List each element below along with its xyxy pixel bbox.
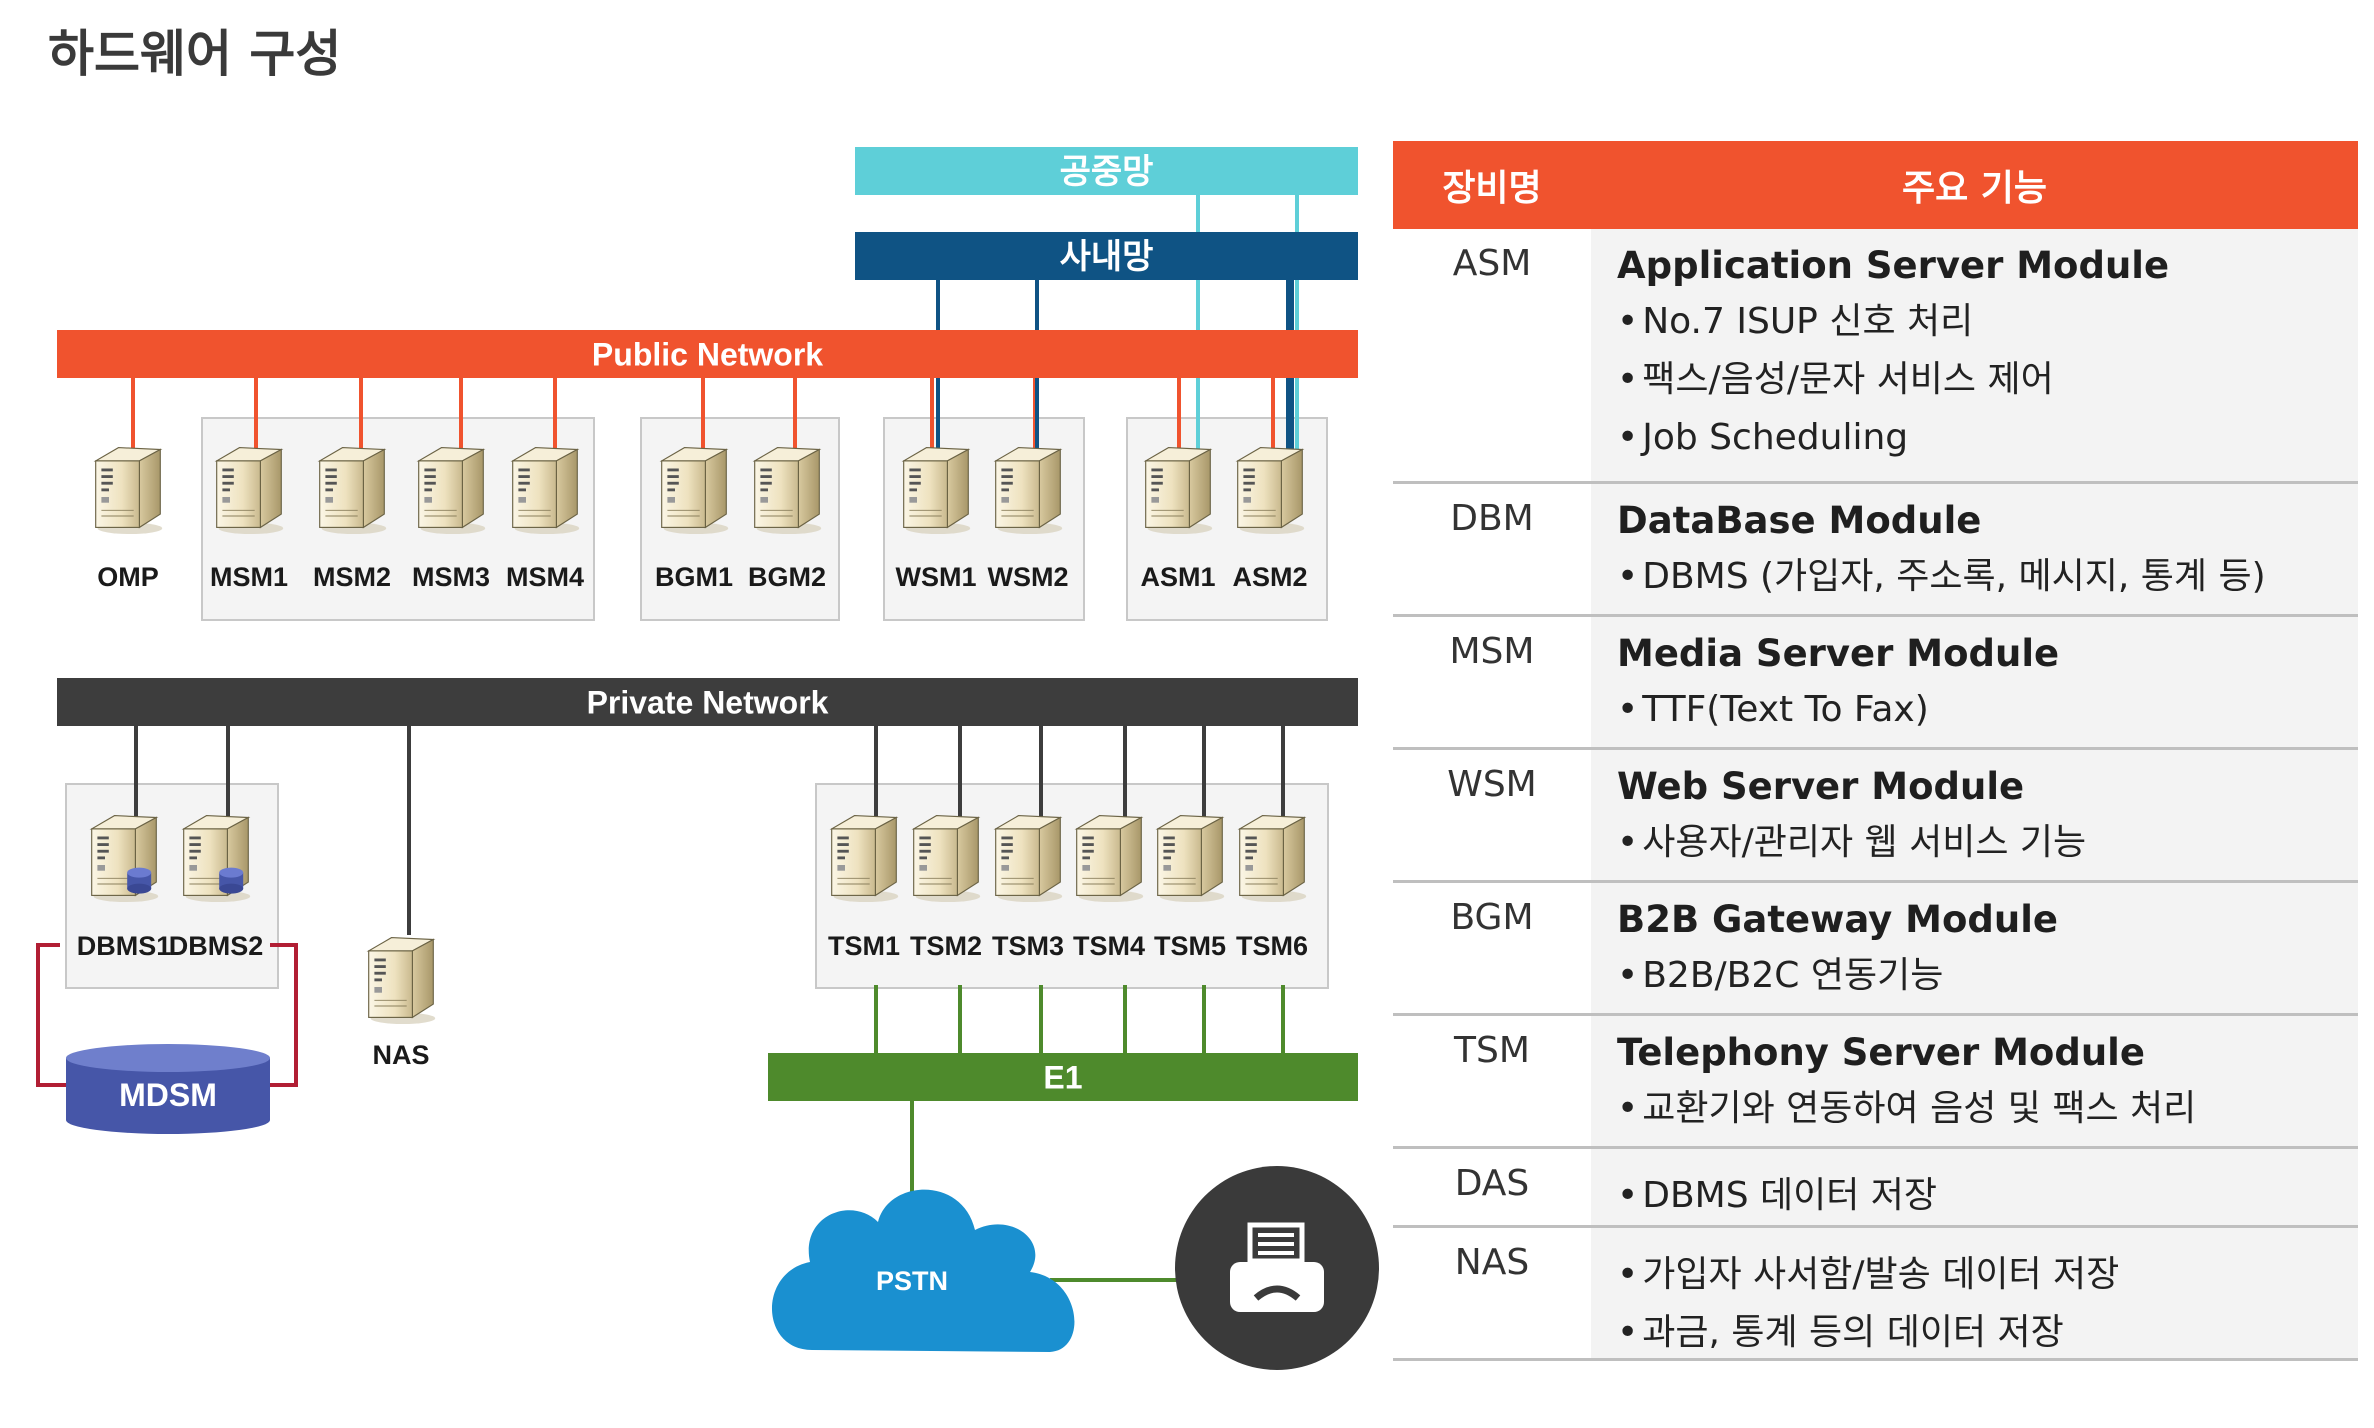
server-label-wsm: WSM1 bbox=[896, 562, 977, 592]
dbms-cluster-bracket-left bbox=[36, 943, 66, 1087]
function-bullet: No.7 ISUP 신호 처리 bbox=[1617, 293, 2358, 351]
equipment-name-cell: TSM bbox=[1393, 1016, 1591, 1146]
table-row: WSM Web Server Module 사용자/관리자 웹 서비스 기능 bbox=[1393, 750, 2358, 883]
private-network-bar-label: Private Network bbox=[587, 685, 829, 721]
header-equipment-name: 장비명 bbox=[1442, 168, 1542, 209]
equipment-name-cell: NAS bbox=[1393, 1228, 1591, 1358]
public-internet-bar-label: 공중망 bbox=[1060, 153, 1154, 191]
table-row: NAS가입자 사서함/발송 데이터 저장과금, 통계 등의 데이터 저장 bbox=[1393, 1228, 2358, 1361]
server-label-tsm: TSM3 bbox=[992, 931, 1064, 961]
equipment-name-cell: DAS bbox=[1393, 1149, 1591, 1225]
server-icon bbox=[95, 447, 163, 535]
module-full-name: Application Server Module bbox=[1617, 244, 2170, 287]
module-full-name: Web Server Module bbox=[1617, 765, 2025, 808]
function-cell: DBMS 데이터 저장 bbox=[1591, 1149, 2358, 1225]
mdsm-storage-body bbox=[66, 1058, 270, 1134]
server-icon bbox=[368, 937, 436, 1025]
server-label-msm: MSM4 bbox=[506, 562, 584, 592]
function-bullet: B2B/B2C 연동기능 bbox=[1617, 947, 2358, 1005]
function-bullet: DBMS 데이터 저장 bbox=[1617, 1167, 2358, 1225]
pstn-label: PSTN bbox=[876, 1266, 948, 1296]
module-full-name: B2B Gateway Module bbox=[1617, 898, 2059, 941]
equipment-name-cell: WSM bbox=[1393, 750, 1591, 880]
server-label-bgm: BGM2 bbox=[748, 562, 826, 592]
function-bullet: 가입자 사서함/발송 데이터 저장 bbox=[1617, 1246, 2358, 1304]
server-label-tsm: TSM6 bbox=[1236, 931, 1308, 961]
mdsm-label: MDSM bbox=[119, 1077, 217, 1113]
dbms-cluster-bracket-right bbox=[268, 943, 298, 1087]
pstn-cloud-icon bbox=[771, 1189, 1075, 1352]
function-bullet: 교환기와 연동하여 음성 및 팩스 처리 bbox=[1617, 1080, 2358, 1138]
e1-bar bbox=[768, 1053, 1358, 1101]
server-label-tsm: TSM1 bbox=[828, 931, 900, 961]
header-main-function: 주요 기능 bbox=[1901, 168, 2047, 209]
function-cell: DataBase ModuleDBMS (가입자, 주소록, 메시지, 통계 등… bbox=[1591, 484, 2358, 614]
module-full-name: Media Server Module bbox=[1617, 632, 2060, 675]
equipment-name-cell: BGM bbox=[1393, 883, 1591, 1013]
equipment-name-cell: ASM bbox=[1393, 229, 1591, 481]
server-label-msm: MSM2 bbox=[313, 562, 391, 592]
function-cell: 가입자 사서함/발송 데이터 저장과금, 통계 등의 데이터 저장 bbox=[1591, 1228, 2358, 1358]
server-label-tsm: TSM5 bbox=[1154, 931, 1226, 961]
public-network-bar-label: Public Network bbox=[592, 337, 823, 373]
server-label-dbms: DBMS1 bbox=[77, 931, 172, 961]
function-cell: Media Server ModuleTTF(Text To Fax) bbox=[1591, 617, 2358, 747]
e1-bar-label: E1 bbox=[1043, 1060, 1082, 1096]
server-label-msm: MSM1 bbox=[210, 562, 288, 592]
server-label-tsm: TSM4 bbox=[1073, 931, 1145, 961]
function-bullet: TTF(Text To Fax) bbox=[1617, 681, 2358, 739]
function-bullet: Job Scheduling bbox=[1617, 409, 2358, 467]
intranet-bar-label: 사내망 bbox=[1060, 238, 1154, 276]
function-bullet: 팩스/음성/문자 서비스 제어 bbox=[1617, 351, 2358, 409]
server-label-tsm: TSM2 bbox=[910, 931, 982, 961]
function-cell: Telephony Server Module 교환기와 연동하여 음성 및 팩스… bbox=[1591, 1016, 2358, 1146]
server-label-asm: ASM2 bbox=[1232, 562, 1307, 592]
intranet-bar bbox=[855, 232, 1358, 280]
mdsm-storage-top bbox=[66, 1044, 270, 1072]
function-bullet: 사용자/관리자 웹 서비스 기능 bbox=[1617, 814, 2358, 872]
module-full-name: DataBase Module bbox=[1617, 499, 1982, 542]
server-label-bgm: BGM1 bbox=[655, 562, 733, 592]
private-network-bar bbox=[57, 678, 1358, 726]
server-label-nas: NAS bbox=[372, 1040, 429, 1070]
page-title: 하드웨어 구성 bbox=[48, 25, 342, 83]
server-label-dbms: DBMS2 bbox=[169, 931, 264, 961]
server-label-wsm: WSM2 bbox=[988, 562, 1069, 592]
table-row: TSM Telephony Server Module 교환기와 연동하여 음성 및… bbox=[1393, 1016, 2358, 1149]
public-network-bar bbox=[57, 330, 1358, 378]
function-bullet: 과금, 통계 등의 데이터 저장 bbox=[1617, 1304, 2358, 1362]
equipment-name-cell: DBM bbox=[1393, 484, 1591, 614]
server-label-msm: MSM3 bbox=[412, 562, 490, 592]
fax-handset bbox=[1253, 1285, 1301, 1301]
module-full-name: Telephony Server Module bbox=[1617, 1031, 2145, 1074]
function-bullet: DBMS (가입자, 주소록, 메시지, 통계 등) bbox=[1617, 548, 2358, 606]
equipment-name-cell: MSM bbox=[1393, 617, 1591, 747]
function-cell: B2B Gateway ModuleB2B/B2C 연동기능 bbox=[1591, 883, 2358, 1013]
table-row: DAS DBMS 데이터 저장 bbox=[1393, 1149, 2358, 1228]
fax-paper bbox=[1247, 1222, 1305, 1264]
table-header-row: 장비명 주요 기능 bbox=[1393, 141, 2358, 229]
public-internet-bar bbox=[855, 147, 1358, 195]
server-label-asm: ASM1 bbox=[1140, 562, 1215, 592]
function-cell: Web Server Module 사용자/관리자 웹 서비스 기능 bbox=[1591, 750, 2358, 880]
function-cell: Application Server ModuleNo.7 ISUP 신호 처리… bbox=[1591, 229, 2358, 481]
server-label-omp: OMP bbox=[97, 562, 159, 592]
